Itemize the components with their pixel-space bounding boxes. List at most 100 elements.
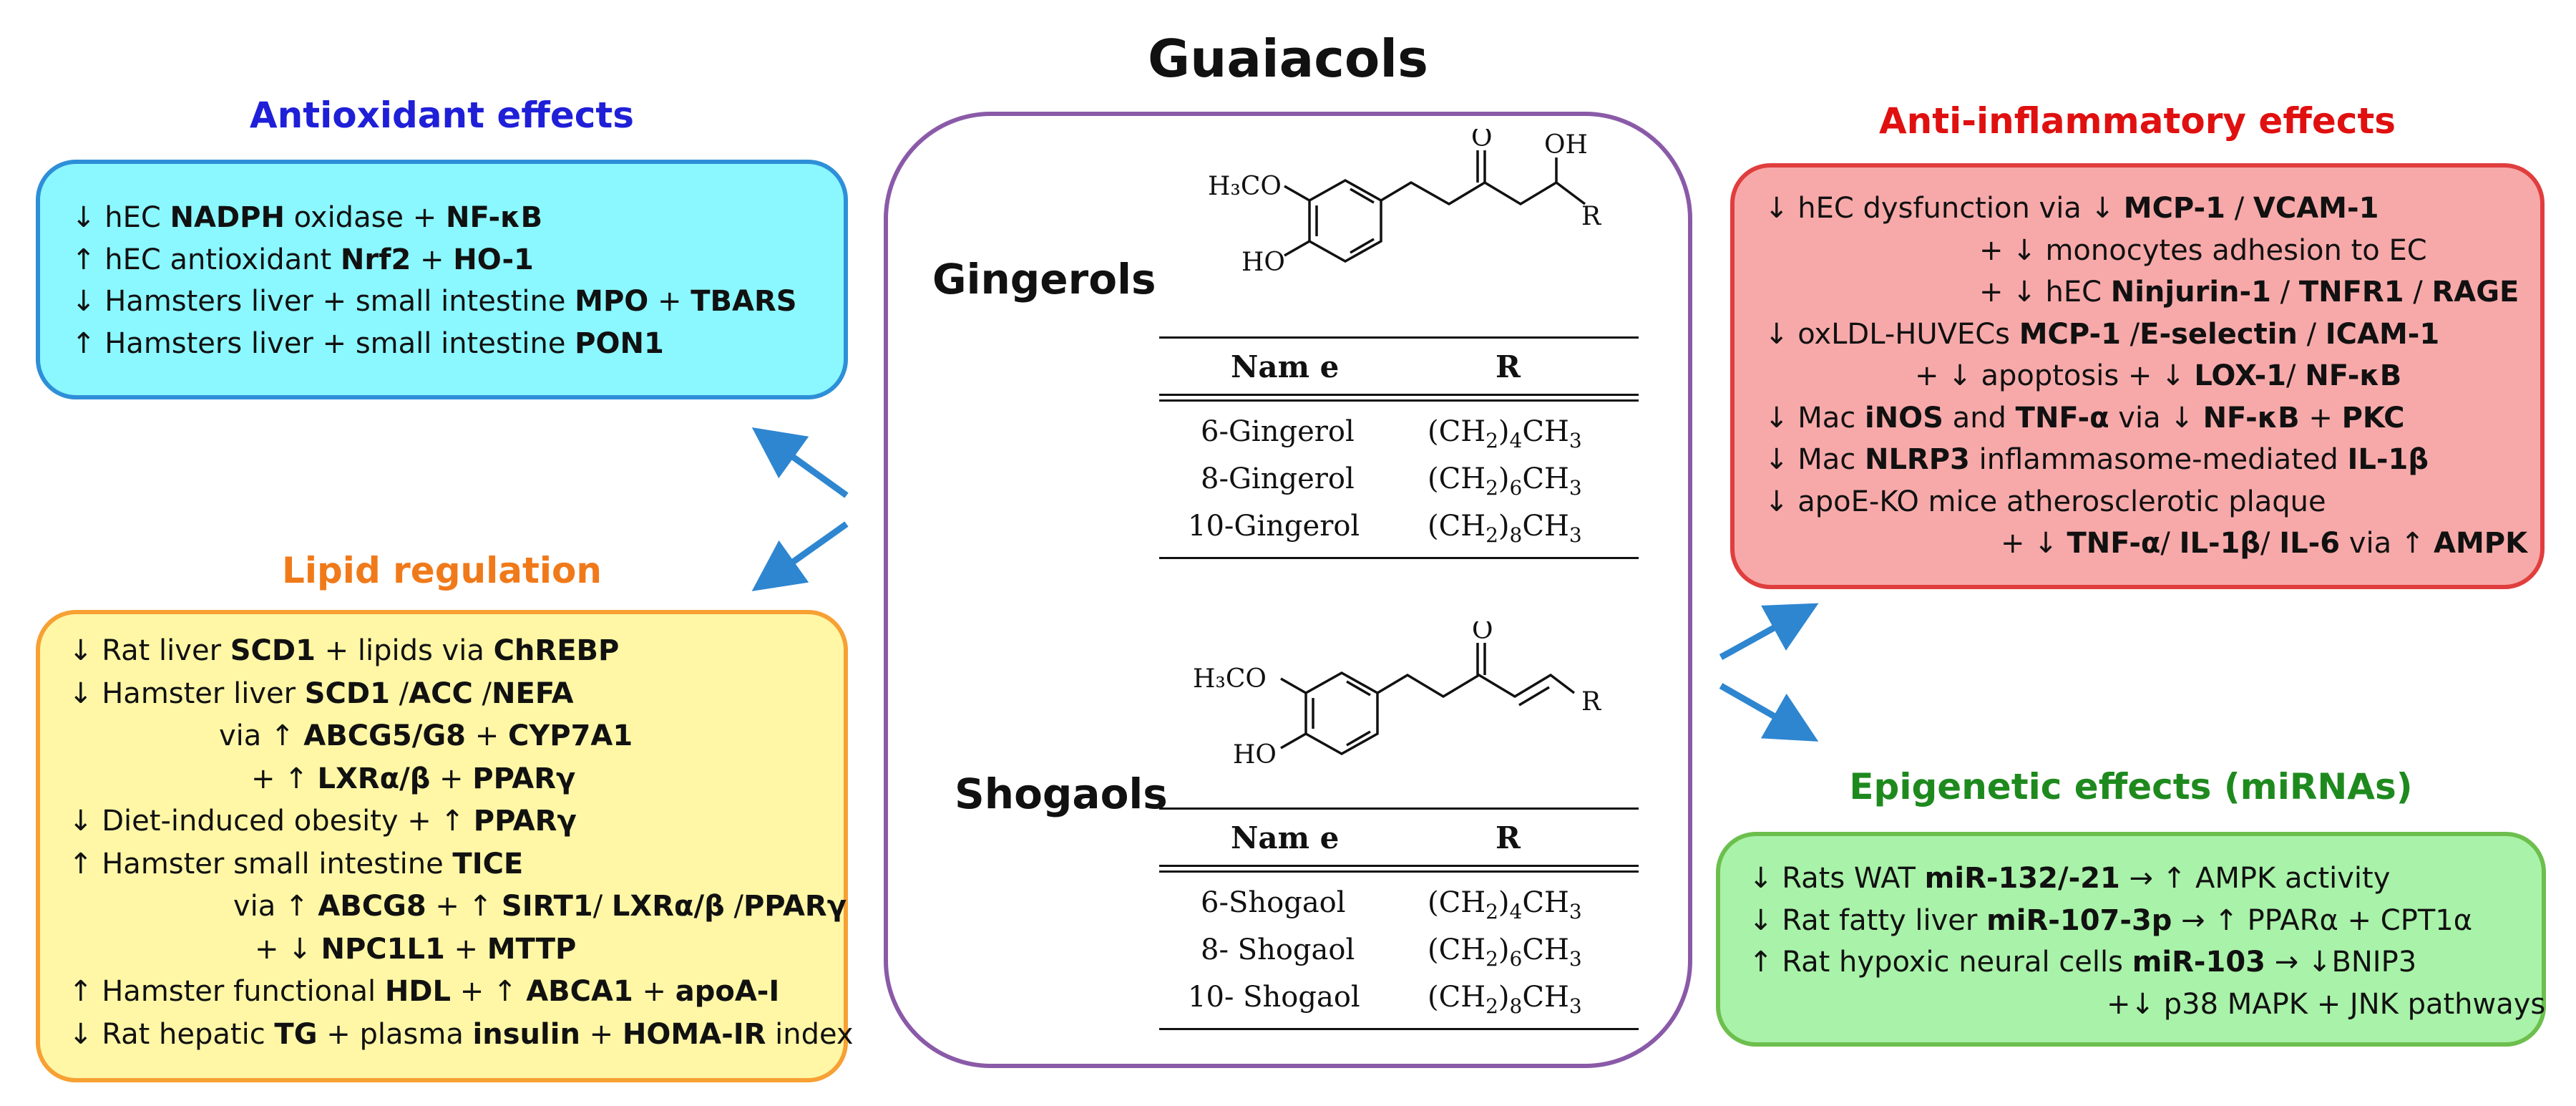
effect-term: TNFR1 bbox=[2298, 276, 2404, 309]
effect-text: ↓ Rat hepatic bbox=[69, 1017, 275, 1051]
effect-line: ↓ Mac iNOS and TNF-α via ↓ NF-κB + PKC bbox=[1765, 397, 2540, 440]
effect-term: NPC1L1 bbox=[321, 932, 445, 966]
table-cell-r: (CH2)6CH3 bbox=[1428, 462, 1582, 500]
table-rule bbox=[1159, 336, 1639, 339]
effect-text: + ↑ bbox=[451, 975, 527, 1008]
effect-term: LXRα/β bbox=[317, 762, 431, 795]
table-cell-name: 10- Shogaol bbox=[1188, 981, 1360, 1014]
effect-text: + plasma bbox=[317, 1017, 473, 1051]
table-rule bbox=[1159, 807, 1639, 810]
effect-text: + bbox=[2299, 401, 2342, 435]
effect-line: + ↓ NPC1L1 + MTTP bbox=[69, 928, 844, 971]
effect-term: SIRT1 bbox=[501, 890, 593, 923]
effect-text: ↓ Rat fatty liver bbox=[1749, 903, 1987, 937]
effect-text: / bbox=[2404, 276, 2432, 309]
effect-text: / bbox=[2286, 359, 2306, 392]
effect-term: miR-107-3p bbox=[1986, 903, 2172, 937]
effect-text: + ↑ bbox=[251, 762, 318, 795]
antioxidant-box: ↓ hEC NADPH oxidase + NF-κB↑ hEC antioxi… bbox=[36, 160, 848, 399]
effect-term: NADPH bbox=[170, 201, 285, 234]
table-cell-name: 8- Shogaol bbox=[1201, 933, 1355, 966]
effect-text: via ↑ bbox=[2340, 527, 2434, 560]
effect-term: miR-132/-21 bbox=[1924, 862, 2120, 895]
effect-line: + ↑ LXRα/β + PPARγ bbox=[69, 758, 844, 801]
effect-term: MCP-1 bbox=[2123, 192, 2225, 225]
effect-term: NF-κB bbox=[445, 201, 543, 234]
table-header-name: Nam e bbox=[1231, 349, 1340, 384]
effect-term: apoA-I bbox=[675, 975, 780, 1008]
shogaol-r-label: R bbox=[1581, 687, 1601, 717]
guaiacols-center-box bbox=[884, 112, 1692, 1068]
effect-text: via ↑ bbox=[219, 719, 304, 752]
effect-term: ICAM-1 bbox=[2325, 317, 2440, 351]
effect-text: → ↓BNIP3 bbox=[2265, 946, 2417, 979]
formula-subscript: 2 bbox=[1485, 429, 1498, 452]
formula-subscript: 6 bbox=[1509, 947, 1523, 971]
effect-text: ↓ Mac bbox=[1765, 401, 1865, 435]
effect-term: PON1 bbox=[575, 326, 664, 360]
effect-text: / bbox=[2297, 317, 2326, 351]
effect-text: ↓ Rat liver bbox=[69, 634, 230, 667]
effect-line: ↓ apoE-KO mice atherosclerotic plaque bbox=[1765, 481, 2540, 523]
effect-line: via ↑ ABCG5/G8 + CYP7A1 bbox=[69, 715, 844, 758]
effect-line: ↓ hEC dysfunction via ↓ MCP-1 / VCAM-1 bbox=[1765, 188, 2540, 230]
formula-text: ) bbox=[1498, 510, 1510, 543]
effect-text: + ↑ bbox=[426, 890, 502, 923]
gingerol-hydroxyl-label: HO bbox=[1241, 248, 1285, 277]
effect-text: oxidase + bbox=[284, 201, 446, 234]
effect-text: ↓ Mac bbox=[1765, 443, 1865, 476]
effect-term: HDL bbox=[384, 975, 451, 1008]
effect-text: inflammasome-mediated bbox=[1969, 443, 2348, 476]
lipid-box: ↓ Rat liver SCD1 + lipids via ChREBP↓ Ha… bbox=[36, 610, 854, 1082]
effect-text: + bbox=[444, 932, 487, 966]
antioxidant-title: Antioxidant effects bbox=[249, 94, 635, 136]
arrow-to-epigenetic bbox=[1719, 683, 1819, 742]
effect-text: + ↓ hEC bbox=[1979, 276, 2111, 309]
effect-term: ACC bbox=[409, 676, 473, 710]
effect-text: / bbox=[472, 676, 492, 710]
formula-text: (CH bbox=[1428, 981, 1486, 1014]
formula-text: ) bbox=[1498, 415, 1510, 448]
table-cell-name: 10-Gingerol bbox=[1188, 510, 1360, 543]
table-header-r: R bbox=[1496, 820, 1521, 855]
effect-text: ↓ apoE-KO mice atherosclerotic plaque bbox=[1765, 485, 2326, 518]
shogaol-methoxy-label: H₃CO bbox=[1193, 664, 1267, 694]
effect-term: MPO bbox=[575, 285, 649, 318]
formula-subscript: 3 bbox=[1568, 476, 1582, 500]
effect-term: TBARS bbox=[691, 285, 797, 318]
effect-term: MTTP bbox=[487, 932, 577, 966]
arrow-to-antioxidant bbox=[751, 427, 849, 498]
effect-term: LOX-1 bbox=[2194, 359, 2287, 392]
effect-term: NEFA bbox=[492, 676, 574, 710]
table-cell-name: 6-Gingerol bbox=[1201, 415, 1355, 448]
effect-text: + bbox=[466, 719, 508, 752]
effect-term: VCAM-1 bbox=[2253, 192, 2379, 225]
effect-line: ↓ hEC NADPH oxidase + NF-κB bbox=[72, 197, 844, 239]
effect-term: NF-κB bbox=[2305, 359, 2402, 392]
gingerols-label: Gingerols bbox=[932, 255, 1156, 304]
antiinflammatory-title: Anti-inflammatory effects bbox=[1878, 100, 2396, 142]
effect-text: ↓ hEC dysfunction via ↓ bbox=[1765, 192, 2124, 225]
effect-term: PKC bbox=[2341, 401, 2405, 435]
effect-text: / bbox=[2225, 192, 2253, 225]
effect-text: ↓ oxLDL-HUVECs bbox=[1765, 317, 2019, 351]
effect-text: / bbox=[2120, 317, 2140, 351]
effect-term: PPARγ bbox=[743, 890, 847, 923]
effect-term: iNOS bbox=[1864, 401, 1943, 435]
formula-text: (CH bbox=[1428, 415, 1486, 448]
formula-text: CH bbox=[1522, 510, 1569, 543]
antiinflammatory-box: ↓ hEC dysfunction via ↓ MCP-1 / VCAM-1 + … bbox=[1730, 163, 2545, 589]
effect-line: ↓ Rats WAT miR-132/-21 → ↑ AMPK activity bbox=[1749, 858, 2542, 900]
effect-term: NF-κB bbox=[2202, 401, 2300, 435]
effect-term: insulin bbox=[472, 1017, 580, 1051]
effect-term: PPARγ bbox=[472, 762, 576, 795]
formula-subscript: 6 bbox=[1509, 476, 1523, 500]
formula-text: (CH bbox=[1428, 462, 1486, 495]
effect-text: ↓ Rats WAT bbox=[1749, 862, 1925, 895]
effect-text: / bbox=[592, 890, 612, 923]
table-rule bbox=[1159, 870, 1639, 873]
effect-term: PPARγ bbox=[473, 805, 577, 838]
effect-text: ↓ Diet-induced obesity + ↑ bbox=[69, 805, 474, 838]
gingerol-side-oh-label: OH bbox=[1544, 130, 1588, 160]
formula-subscript: 8 bbox=[1509, 994, 1523, 1018]
